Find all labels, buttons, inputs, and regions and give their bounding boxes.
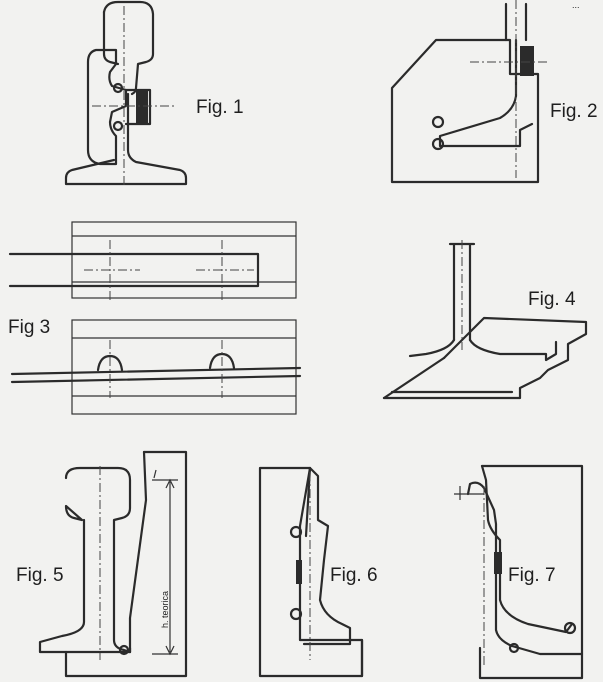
- fig1-rail-with-fishplate: [64, 0, 188, 186]
- fig7-label: Fig. 7: [508, 565, 556, 586]
- fig3-plan-and-elevation: [8, 221, 302, 415]
- fig5-rail-with-side-block: [38, 450, 188, 678]
- fig2-label: Fig. 2: [550, 101, 598, 122]
- fig4-rail-on-channel: [382, 240, 588, 400]
- fig6-label: Fig. 6: [330, 565, 378, 586]
- fig1-label: Fig. 1: [196, 97, 244, 118]
- fig3-label: Fig 3: [8, 317, 51, 338]
- corner-text: ...: [572, 0, 580, 10]
- fig5-label: Fig. 5: [16, 565, 64, 586]
- fig6-rail-in-block: [258, 466, 364, 678]
- fig5-dimension-label: h. teorica: [160, 590, 170, 628]
- fig7-rail-in-block: [454, 464, 584, 680]
- fig2-rail-clamp-block: [390, 0, 548, 184]
- fig4-label: Fig. 4: [528, 289, 576, 310]
